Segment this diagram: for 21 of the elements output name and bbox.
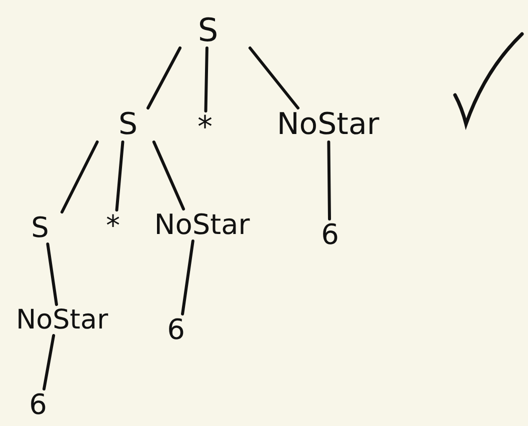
tree-branch-line: [327, 140, 331, 220]
grammar-symbol: NoStar: [274, 108, 382, 142]
grammar-symbol: S: [28, 212, 52, 244]
grammar-symbol: *: [194, 111, 216, 145]
tree-branch-line: [152, 140, 185, 210]
grammar-symbol: NoStar: [12, 304, 112, 336]
tree-branch-line: [42, 334, 56, 390]
tree-branch-line: [60, 140, 99, 214]
tree-branch-line: [204, 46, 208, 112]
tree-branch-line: [181, 240, 194, 316]
tree-branch-line: [248, 46, 300, 110]
grammar-symbol: S: [194, 12, 222, 48]
grammar-symbol: NoStar: [151, 209, 253, 241]
grammar-symbol: *: [103, 210, 123, 242]
grammar-symbol: 6: [164, 314, 188, 346]
grammar-symbol: S: [115, 108, 141, 142]
grammar-symbol: 6: [26, 389, 50, 421]
tree-branch-line: [146, 46, 182, 110]
tree-branch-line: [115, 140, 124, 212]
tree-branch-line: [46, 242, 58, 306]
grammar-symbol: 6: [318, 219, 342, 251]
